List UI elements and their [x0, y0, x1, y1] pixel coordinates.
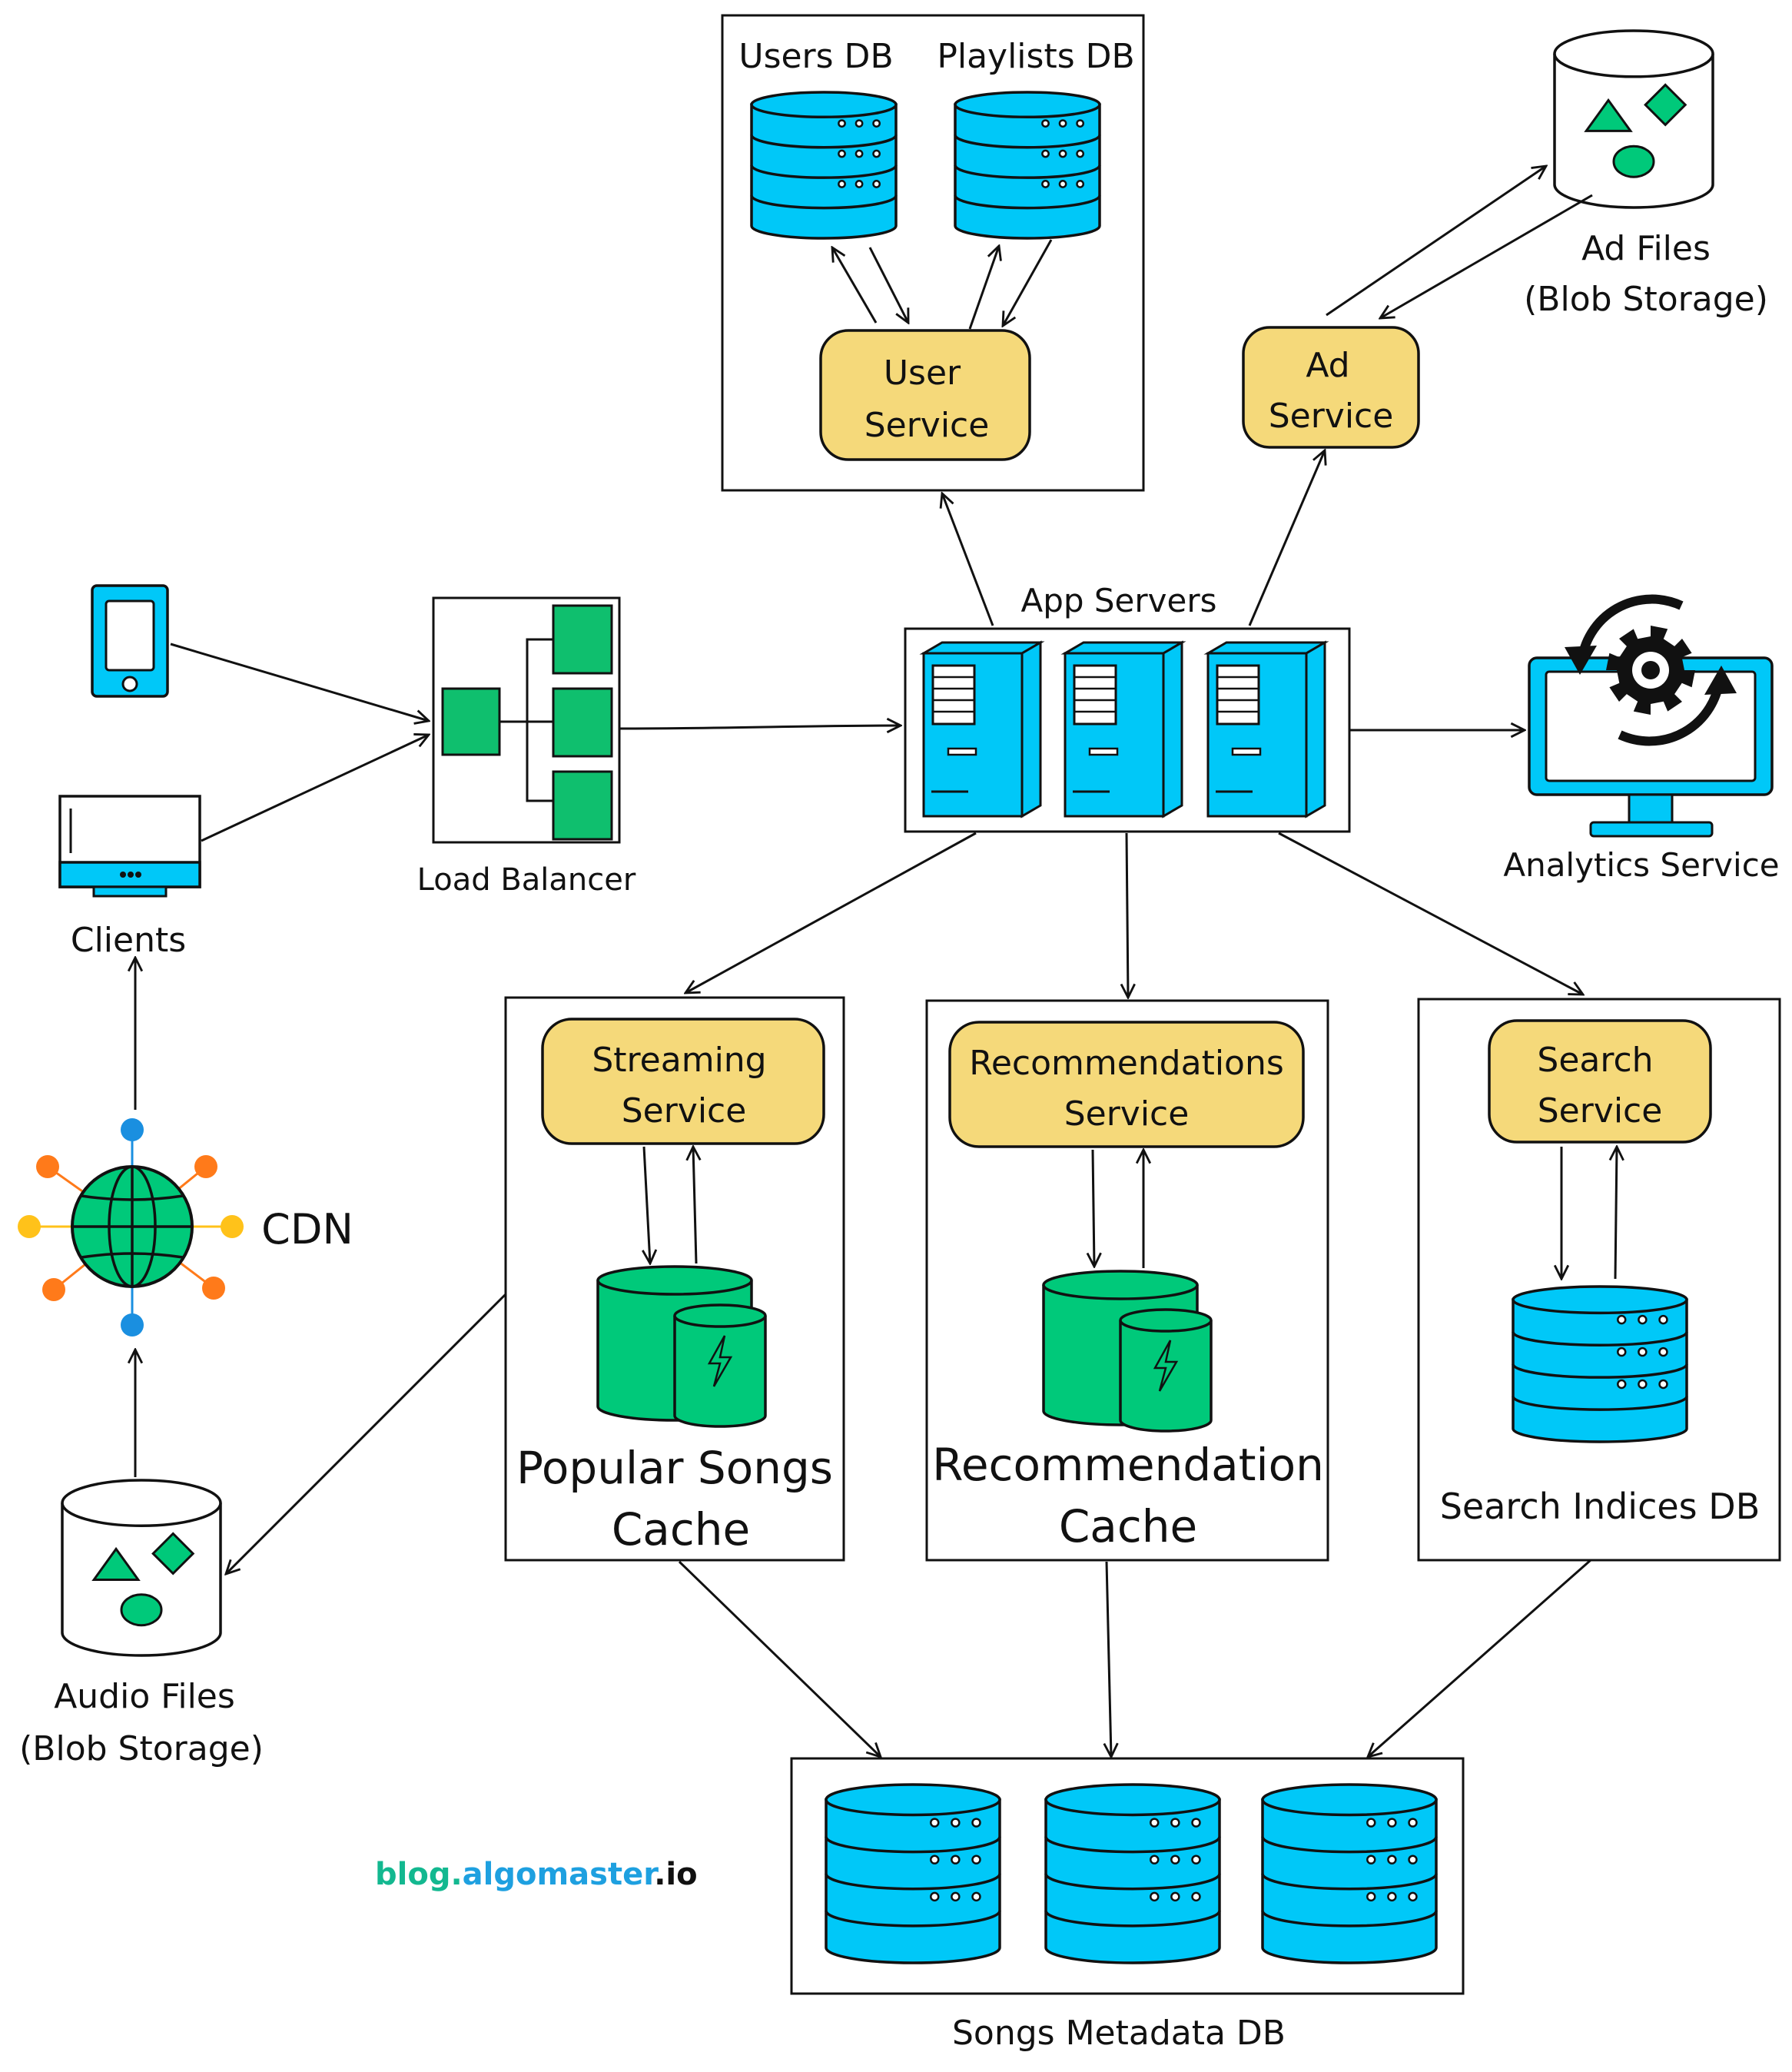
arrow-load-balancer-to-app-servers	[619, 726, 901, 729]
search-indices-db-label: Search Indices DB	[1440, 1486, 1760, 1527]
playlists-db-icon	[954, 91, 1101, 240]
brand-watermark: blog.algomaster.io	[375, 1857, 698, 1892]
songs-metadata-db-label: Songs Metadata DB	[952, 2014, 1286, 2053]
ad-files-blob-icon	[1553, 29, 1714, 209]
recommendation-cache-label-line2: Cache	[1059, 1500, 1197, 1552]
mobile-phone-icon	[91, 584, 169, 698]
brand-part-2: algomaster	[463, 1857, 659, 1892]
songs-metadata-db-icon-2	[1044, 1783, 1221, 1964]
arrow-playlists-db-to-user-service	[1003, 239, 1053, 326]
arrow-desktop-to-load-balancer	[201, 735, 429, 842]
analytics-service-label: Analytics Service	[1503, 846, 1779, 884]
load-balancer-label: Load Balancer	[417, 862, 636, 898]
streaming-service-label-line2: Service	[622, 1091, 747, 1131]
cdn-label: CDN	[261, 1205, 353, 1253]
arrow-recommendations-service-to-cache	[1093, 1149, 1094, 1267]
search-indices-db-icon	[1512, 1285, 1688, 1443]
search-service-label-line2: Service	[1538, 1091, 1663, 1131]
cdn-globe-icon	[18, 1118, 244, 1337]
audio-files-label-line2: (Blob Storage)	[19, 1729, 264, 1768]
clients-label: Clients	[71, 921, 186, 960]
songs-metadata-db-icon-3	[1261, 1783, 1438, 1964]
app-server-2-icon	[1060, 640, 1186, 819]
ad-service-label-line1: Ad	[1306, 346, 1349, 385]
arrow-app-servers-to-user-group	[942, 493, 994, 626]
recommendation-cache-icon	[1042, 1270, 1213, 1433]
arrow-users-db-to-user-service	[868, 247, 908, 323]
user-service-label-line2: Service	[864, 406, 990, 445]
arrow-user-service-to-playlists-db	[968, 246, 999, 330]
recommendations-service-box	[948, 1021, 1305, 1148]
audio-files-blob-icon	[61, 1479, 222, 1657]
arrow-app-servers-to-recommendations	[1127, 832, 1128, 998]
app-server-3-icon	[1203, 640, 1329, 819]
search-service-label-line1: Search	[1537, 1041, 1653, 1080]
ad-service-label-line2: Service	[1269, 397, 1394, 436]
load-balancer-icon	[441, 604, 613, 841]
ad-service-box	[1242, 326, 1420, 449]
arrow-user-service-to-users-db	[832, 247, 878, 324]
arrow-cache-to-streaming-service	[693, 1147, 696, 1264]
arrow-streaming-to-songs-metadata	[678, 1560, 881, 1757]
arrow-app-servers-to-ad-service	[1248, 450, 1325, 626]
arrow-phone-to-load-balancer	[170, 643, 429, 721]
app-server-1-icon	[919, 640, 1045, 819]
arrow-app-servers-to-search	[1278, 832, 1583, 994]
arrow-search-to-songs-metadata	[1368, 1559, 1591, 1757]
popular-cache-label-line1: Popular Songs	[516, 1442, 833, 1494]
streaming-service-label-line1: Streaming	[592, 1041, 766, 1080]
app-servers-label: App Servers	[1020, 582, 1216, 619]
users-db-label: Users DB	[738, 37, 893, 76]
user-service-label-line1: User	[884, 354, 961, 393]
songs-metadata-db-icon-1	[825, 1783, 1001, 1964]
ad-files-label-line1: Ad Files	[1581, 229, 1711, 268]
ad-files-label-line2: (Blob Storage)	[1524, 280, 1768, 319]
recommendations-service-label-line1: Recommendations	[969, 1044, 1284, 1083]
audio-files-label-line1: Audio Files	[54, 1677, 235, 1716]
recommendation-cache-label-line1: Recommendation	[932, 1439, 1324, 1491]
playlists-db-label: Playlists DB	[937, 37, 1134, 76]
streaming-service-box	[541, 1018, 825, 1145]
recommendations-service-label-line2: Service	[1064, 1094, 1190, 1134]
brand-part-1: blog.	[375, 1857, 463, 1892]
users-db-icon	[750, 91, 898, 240]
popular-cache-label-line2: Cache	[612, 1503, 750, 1556]
gear-icon	[1565, 594, 1737, 746]
arrow-ad-files-to-ad-service	[1380, 194, 1593, 318]
search-service-box	[1488, 1019, 1712, 1144]
arrow-app-servers-to-streaming	[685, 832, 977, 993]
brand-part-3: .io	[654, 1857, 697, 1892]
arrow-indices-db-to-search-service	[1615, 1147, 1617, 1280]
arrow-ad-service-to-ad-files	[1326, 166, 1546, 317]
user-service-box	[819, 329, 1031, 461]
desktop-monitor-icon	[58, 795, 201, 898]
popular-songs-cache-icon	[596, 1265, 767, 1428]
arrow-streaming-service-to-cache	[644, 1146, 650, 1263]
arrow-recommendations-to-songs-metadata	[1107, 1561, 1111, 1757]
arrow-streaming-to-audio-files	[226, 1293, 507, 1574]
